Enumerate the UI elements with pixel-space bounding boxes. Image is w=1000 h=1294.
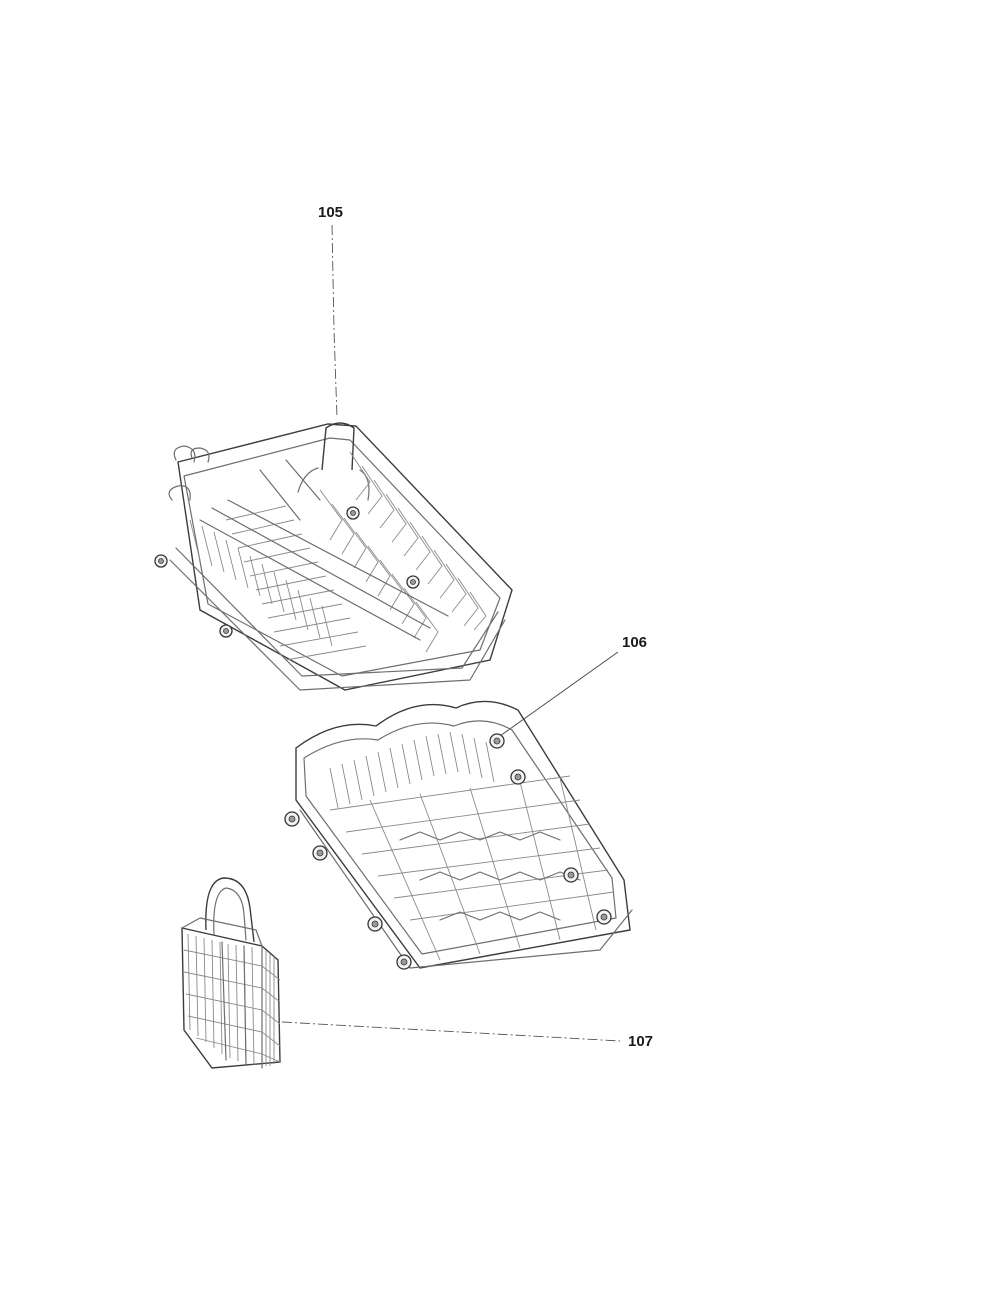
callout-label-107: 107 [628, 1033, 653, 1050]
leader-line-107 [281, 1021, 621, 1042]
lower-rack [284, 700, 633, 970]
callout-107: 107 [281, 1021, 653, 1050]
callout-label-106: 106 [622, 634, 647, 651]
callout-105: 105 [318, 204, 343, 419]
upper-rack [154, 422, 513, 691]
callout-106: 106 [499, 634, 647, 737]
silverware-basket [181, 877, 281, 1069]
callout-label-105: 105 [318, 204, 343, 221]
leader-line-106 [499, 651, 619, 737]
leader-line-105 [331, 224, 338, 419]
